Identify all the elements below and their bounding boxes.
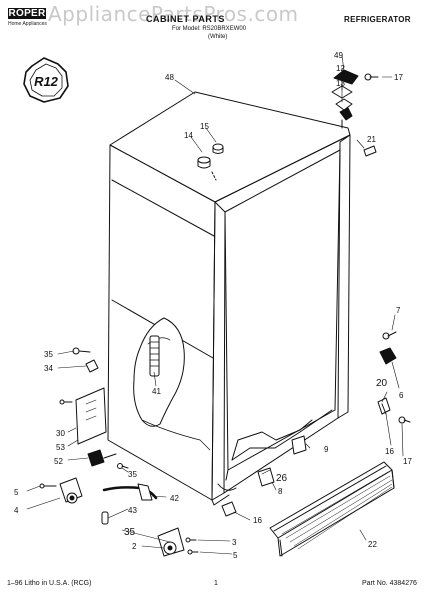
roller-assembly-right: [157, 527, 185, 557]
callout-9: 9: [324, 445, 329, 454]
callout-41: 41: [152, 387, 161, 396]
relay-block: [87, 449, 117, 467]
callout-35-bottom: 35: [124, 527, 136, 538]
callout-13: 13: [336, 79, 345, 88]
toe-grille-clip: [257, 467, 275, 487]
callout-16-right: 16: [385, 447, 394, 456]
callout-17-right: 17: [403, 457, 412, 466]
compressor-bracket: [59, 387, 107, 445]
callout-16-bottom: 16: [253, 516, 262, 525]
callout-20: 20: [376, 378, 388, 389]
model-color: (White): [208, 34, 228, 40]
footer-litho-note: 1–96 Litho in U.S.A. (RCG): [7, 580, 92, 587]
callout-5-left: 5: [14, 488, 19, 497]
drain-tube: [149, 335, 160, 377]
callout-34: 34: [44, 364, 53, 373]
brand-logo: ROPER: [8, 8, 46, 19]
callout-30: 30: [56, 429, 65, 438]
callout-35-left: 35: [44, 350, 53, 359]
switch-9: [291, 435, 307, 455]
callout-numbers: 49 12 13 17 48 21 14 15 7 35 34 41 6 20 …: [14, 51, 412, 560]
callout-53: 53: [56, 443, 65, 452]
leader-lines: [26, 54, 404, 555]
callout-26: 26: [276, 473, 288, 484]
callout-15: 15: [200, 122, 209, 131]
callout-35-middle: 35: [128, 470, 137, 479]
callout-22: 22: [368, 540, 377, 549]
callout-43: 43: [128, 506, 137, 515]
hinge-pin-21: [363, 145, 377, 157]
hinge-screw-17-top: [364, 73, 379, 81]
callout-49: 49: [334, 51, 343, 60]
callout-12: 12: [336, 64, 345, 73]
screw-43: [101, 511, 109, 525]
callout-14: 14: [184, 131, 193, 140]
callout-5-bottom: 5: [233, 551, 238, 560]
watermark: AppliancePartsPros.com: [48, 2, 299, 26]
brand-subtitle: Home Appliances: [8, 21, 47, 27]
callout-52: 52: [54, 457, 63, 466]
water-tube: [102, 483, 158, 501]
callout-21: 21: [367, 135, 376, 144]
toe-grille: [269, 461, 395, 557]
callout-3: 3: [232, 538, 237, 547]
footer-part-number: Part No. 4384276: [362, 580, 417, 587]
roller-screws: [185, 537, 199, 555]
callout-17-top: 17: [394, 73, 403, 82]
lower-hinge-assembly: [377, 331, 411, 424]
top-hinge-cover: [331, 69, 359, 129]
callout-2: 2: [132, 542, 137, 551]
callout-8: 8: [278, 487, 283, 496]
diagram-title: CABINET PARTS: [146, 14, 225, 24]
appliance-category: REFRIGERATOR: [344, 15, 411, 24]
top-plugs: [197, 143, 224, 181]
r12-label: R12: [34, 74, 59, 89]
callout-42: 42: [170, 494, 179, 503]
wire-harness: [217, 483, 237, 517]
cabinet-body: [107, 91, 351, 506]
roller-assembly-left: [39, 477, 83, 504]
model-number: For Model: RS20BRXEW00: [172, 26, 247, 32]
cord-clips: [72, 347, 99, 373]
footer-page-number: 1: [214, 580, 218, 587]
callout-7: 7: [396, 306, 401, 315]
leveling-screw-35: [117, 463, 129, 469]
callout-6: 6: [399, 391, 404, 400]
r12-badge: R12: [23, 57, 69, 103]
callout-4: 4: [14, 506, 19, 515]
callout-48: 48: [165, 73, 174, 82]
